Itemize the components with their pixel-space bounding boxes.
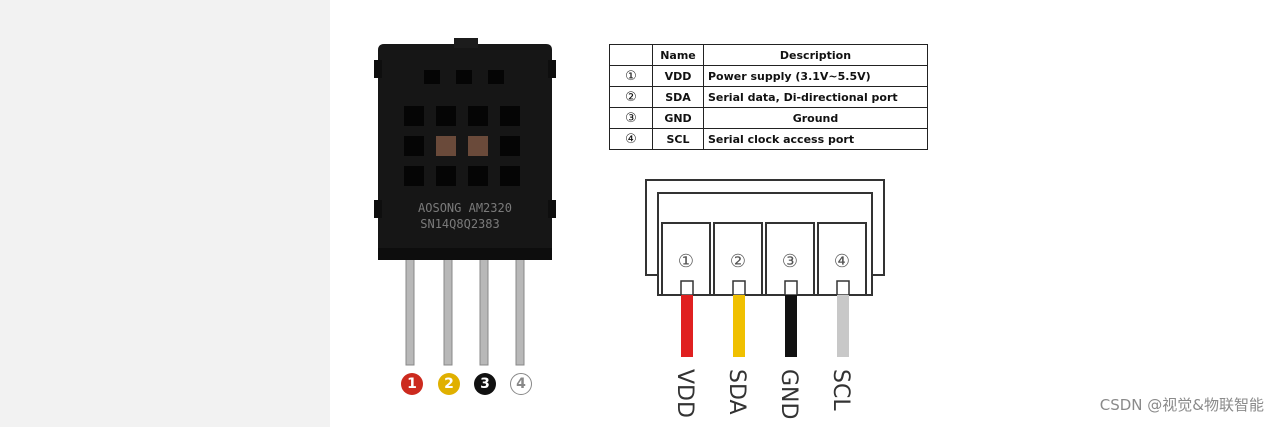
table-row: ③ GND Ground xyxy=(609,107,928,129)
table-row: ④ SCL Serial clock access port xyxy=(609,128,928,150)
wire-label-gnd: GND xyxy=(776,369,801,419)
row-description: Serial clock access port xyxy=(703,128,928,150)
pin-marker-4: 4 xyxy=(510,373,532,395)
sensor-pin-2 xyxy=(443,251,453,366)
header-description: Description xyxy=(703,44,928,66)
sensor-pin-4 xyxy=(515,251,525,366)
sensor-body xyxy=(378,44,552,258)
row-number: ① xyxy=(609,65,653,87)
row-description: Serial data, Di-directional port xyxy=(703,86,928,108)
row-name: GND xyxy=(652,107,704,129)
row-name: SDA xyxy=(652,86,704,108)
table-row: ① VDD Power supply (3.1V~5.5V) xyxy=(609,65,928,87)
row-number: ② xyxy=(609,86,653,108)
row-name: VDD xyxy=(652,65,704,87)
wire-gnd xyxy=(785,295,797,357)
header-name: Name xyxy=(652,44,704,66)
wire-label-vdd: VDD xyxy=(672,369,697,418)
wire-label-sda: SDA xyxy=(724,369,749,415)
connector-pin-number-2: ② xyxy=(730,251,746,272)
wire-scl xyxy=(837,295,849,357)
connector-pin-number-4: ④ xyxy=(834,251,850,272)
table-row: ② SDA Serial data, Di-directional port xyxy=(609,86,928,108)
wire-label-scl: SCL xyxy=(828,369,853,411)
pin-marker-1: 1 xyxy=(401,373,423,395)
sensor-pin-1 xyxy=(405,251,415,366)
row-number: ④ xyxy=(609,128,653,150)
pin-marker-3: 3 xyxy=(474,373,496,395)
sensor-pin-3 xyxy=(479,251,489,366)
sensor-marking-line1: AOSONG AM2320 xyxy=(418,201,512,215)
row-description: Power supply (3.1V~5.5V) xyxy=(703,65,928,87)
row-description: Ground xyxy=(703,107,928,129)
csdn-watermark: CSDN @视觉&物联智能 xyxy=(1099,396,1264,414)
row-number: ③ xyxy=(609,107,653,129)
am2320-sensor-illustration: AOSONG AM2320 SN14Q8Q2383 xyxy=(374,38,556,366)
header-number xyxy=(609,44,653,66)
connector-pin-number-1: ① xyxy=(678,251,694,272)
wire-vdd xyxy=(681,295,693,357)
vent-grid xyxy=(404,106,520,186)
table-header-row: Name Description xyxy=(609,44,928,66)
sensor-marking-line2: SN14Q8Q2383 xyxy=(420,217,499,231)
wire-sda xyxy=(733,295,745,357)
connector-wiring-diagram: ① ② ③ ④ VDD SDA GND SCL xyxy=(645,179,885,419)
connector-pin-number-3: ③ xyxy=(782,251,798,272)
row-name: SCL xyxy=(652,128,704,150)
pin-description-table: Name Description ① VDD Power supply (3.1… xyxy=(609,44,928,150)
pin-marker-2: 2 xyxy=(438,373,460,395)
